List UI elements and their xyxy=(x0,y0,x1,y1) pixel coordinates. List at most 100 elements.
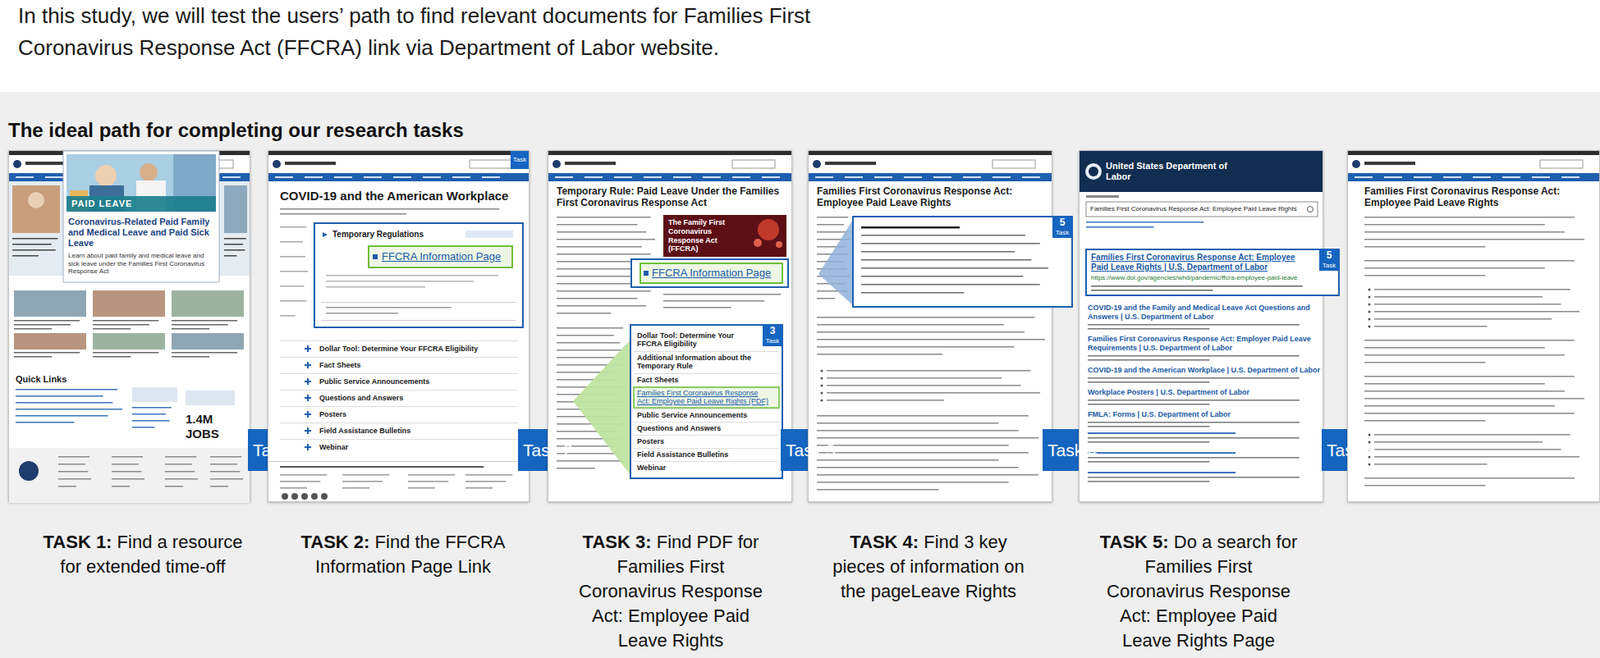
page-text: Families First Coronavirus Response Act:… xyxy=(1090,205,1300,214)
divider xyxy=(320,320,517,321)
text-line xyxy=(325,307,452,309)
text-line xyxy=(12,255,39,257)
text-line xyxy=(861,226,960,230)
text-line xyxy=(1364,347,1545,349)
page-text: Additional Information about the Tempora… xyxy=(637,353,773,372)
plus-icon xyxy=(307,378,309,386)
text-line xyxy=(1022,176,1041,179)
page-text: Families First Coronavirus Response Act:… xyxy=(1087,334,1321,354)
callout-card xyxy=(63,151,220,283)
site-banner xyxy=(1347,151,1600,156)
page-text: The Family First Coronavirus Response Ac… xyxy=(668,218,747,254)
text-line xyxy=(556,297,638,300)
page-icon xyxy=(757,219,780,241)
page-text: Dollar Tool: Determine Your FFCRA Eligib… xyxy=(637,331,759,349)
text-line xyxy=(1364,390,1565,393)
text-line xyxy=(15,408,123,411)
page-icon xyxy=(1368,441,1371,445)
highlight-box xyxy=(633,387,780,409)
task-label: Task 2 xyxy=(522,440,574,460)
page-icon xyxy=(1368,434,1371,437)
text-line xyxy=(452,176,471,179)
divider xyxy=(633,461,780,463)
text-line xyxy=(556,261,638,263)
task-caption-box: TASK 1:Find a resource for extended time… xyxy=(40,530,246,580)
callout-box xyxy=(314,223,523,328)
text-line xyxy=(1374,456,1580,459)
text-line xyxy=(861,251,1015,253)
page-text: Families First Coronavirus Response Act:… xyxy=(1091,252,1315,273)
text-line xyxy=(465,481,506,483)
text-line xyxy=(556,357,618,359)
page-screenshot: Temporary Rule: Paid Leave Under the Fam… xyxy=(547,150,793,503)
text-line xyxy=(1531,176,1550,179)
text-line xyxy=(861,234,1026,237)
text-line xyxy=(556,312,611,315)
chevron xyxy=(322,232,328,238)
text-line xyxy=(816,444,1009,447)
page-icon xyxy=(1368,303,1371,307)
page-icon xyxy=(1368,311,1371,314)
callout-box xyxy=(631,259,789,288)
text-line xyxy=(279,226,307,229)
text-line xyxy=(1364,398,1585,400)
task-caption-box: TASK 5:Do a search for Families First Co… xyxy=(1095,530,1302,654)
text-line xyxy=(1364,383,1545,386)
page-icon xyxy=(272,160,281,169)
text-line xyxy=(1354,176,1373,179)
text-line xyxy=(992,176,1011,179)
text-line xyxy=(58,485,77,488)
page-text: Families First Coronavirus Response Act:… xyxy=(1364,185,1587,210)
text-line xyxy=(1087,403,1211,406)
text-line xyxy=(1374,318,1552,321)
text-line xyxy=(1413,176,1432,179)
plus-icon xyxy=(307,427,309,435)
text-line xyxy=(1086,221,1204,224)
page-text: COVID-19 and the American Workplace | U.… xyxy=(1087,366,1321,376)
search-box xyxy=(732,160,775,169)
task-label: Task 1 xyxy=(252,440,303,460)
page-icon xyxy=(1352,160,1361,169)
text-line xyxy=(363,176,382,179)
photo-banner xyxy=(66,196,216,212)
text-line xyxy=(816,339,1046,341)
intro-text: In this study, we will test the users’ p… xyxy=(18,0,848,65)
text-line xyxy=(1364,375,1575,378)
text-line xyxy=(1364,420,1486,422)
text-line xyxy=(58,456,90,459)
thumbnail xyxy=(92,290,166,317)
page-text: Workplace Posters | U.S. Department of L… xyxy=(1087,388,1321,398)
divider xyxy=(279,357,519,358)
page-screenshot: COVID-19 and the American WorkplaceTempo… xyxy=(267,150,530,503)
text-line xyxy=(58,463,86,466)
divider xyxy=(279,439,519,441)
text-line xyxy=(15,402,113,404)
task-caption-lead: TASK 3: xyxy=(582,531,652,553)
text-line xyxy=(210,485,229,488)
search-box xyxy=(1540,160,1583,169)
text-line xyxy=(1086,195,1119,198)
text-line xyxy=(826,392,1041,395)
text-line xyxy=(15,176,34,179)
text-line xyxy=(1087,452,1236,454)
thumbnail xyxy=(92,333,166,350)
text-line xyxy=(1374,463,1488,466)
page-text: Questions and Answers xyxy=(319,394,404,404)
thumbnail xyxy=(13,333,87,350)
text-line xyxy=(1364,161,1416,166)
text-line xyxy=(279,208,500,211)
text-line xyxy=(1364,405,1555,408)
divider xyxy=(633,373,780,375)
magnifier-icon xyxy=(1307,206,1314,213)
text-line xyxy=(279,213,407,216)
page-text: Field Assistance Bulletins xyxy=(637,450,773,459)
text-line xyxy=(1364,238,1585,241)
text-line xyxy=(342,474,390,477)
text-line xyxy=(1364,412,1575,415)
plus-icon xyxy=(307,444,309,451)
text-line xyxy=(408,481,449,483)
text-line xyxy=(1374,441,1543,444)
text-line xyxy=(342,487,370,490)
page-text: Dollar Tool: Determine Your FFCRA Eligib… xyxy=(319,344,478,354)
